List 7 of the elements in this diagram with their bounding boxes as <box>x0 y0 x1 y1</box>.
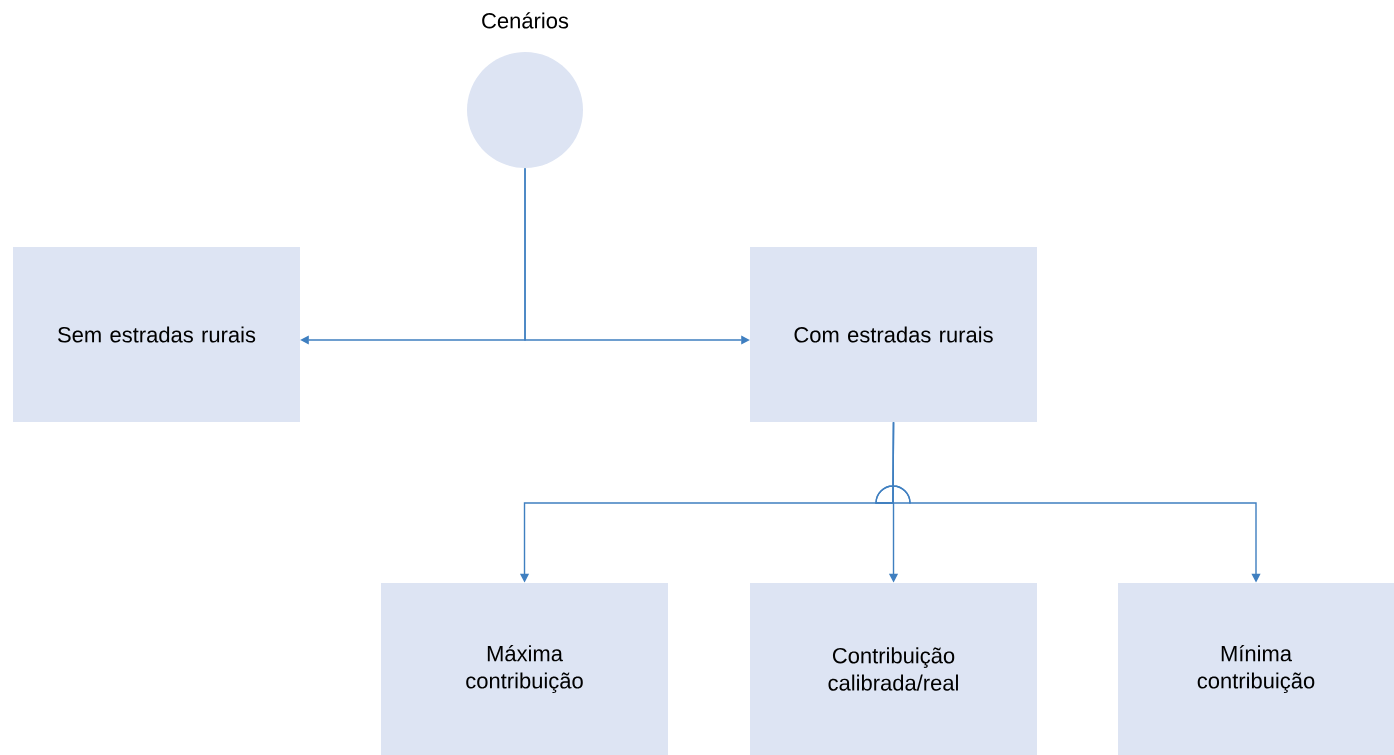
process-box: Contribuição calibrada/real <box>750 583 1037 755</box>
process-box: Com estradas rurais <box>750 247 1037 422</box>
process-box: Sem estradas rurais <box>13 247 300 422</box>
process-box: Máxima contribuição <box>381 583 668 755</box>
node-label: Cenários <box>482 12 569 29</box>
connector-arrow <box>524 167 750 345</box>
process-box: Mínima contribuição <box>1118 583 1394 755</box>
